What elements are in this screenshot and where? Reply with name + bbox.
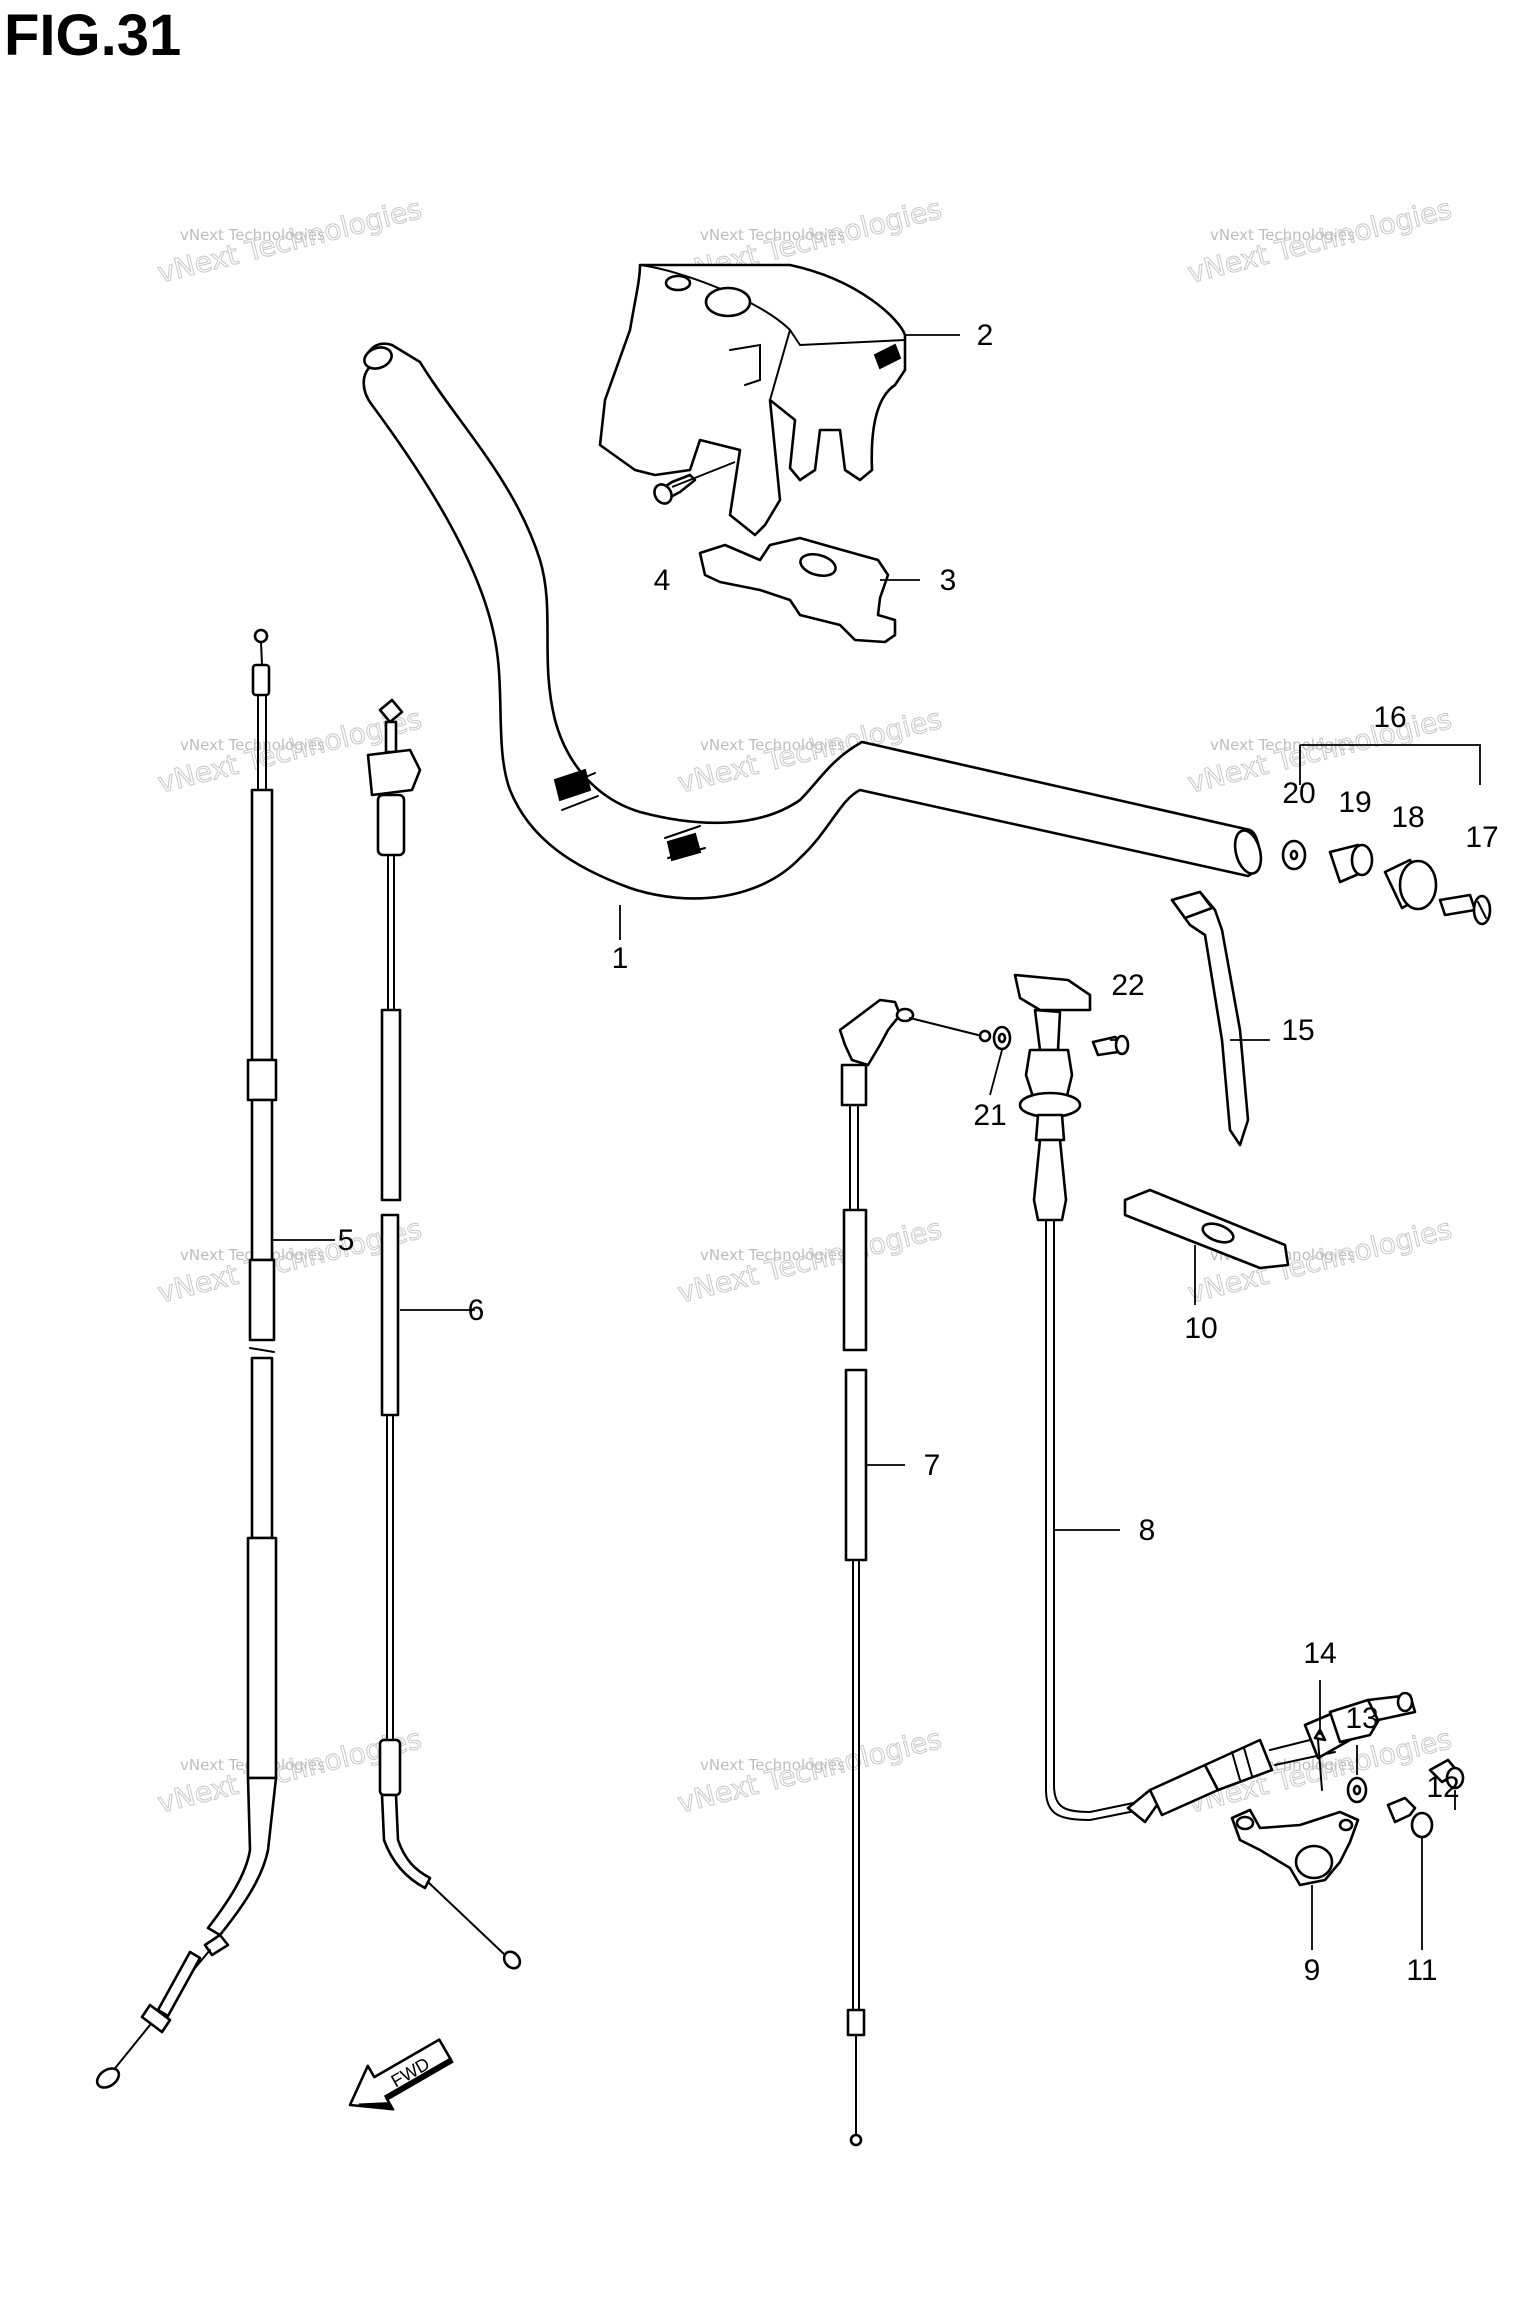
watermark-text: vNext Technologies bbox=[700, 1246, 845, 1264]
washer-13 bbox=[1346, 1776, 1368, 1804]
callout-5: 5 bbox=[338, 1224, 355, 1257]
bolt-12 bbox=[1428, 1758, 1465, 1790]
callout-15: 15 bbox=[1281, 1014, 1314, 1047]
callout-4: 4 bbox=[654, 564, 671, 597]
clutch-cable bbox=[838, 998, 992, 2147]
callout-numbers: 1 2 3 4 5 6 7 8 9 10 11 12 13 14 15 16 1… bbox=[338, 319, 1499, 1987]
watermark-text: vNext Technologies bbox=[180, 226, 325, 244]
leader-lines bbox=[272, 334, 1456, 1950]
bolt-22 bbox=[1091, 1034, 1130, 1057]
callout-22: 22 bbox=[1111, 969, 1144, 1002]
callout-20: 20 bbox=[1282, 777, 1315, 810]
callout-18: 18 bbox=[1391, 801, 1424, 834]
cable-tie bbox=[1170, 890, 1250, 1147]
forward-direction-arrow: FWD bbox=[348, 2038, 454, 2111]
callout-7: 7 bbox=[924, 1449, 941, 1482]
watermark: vNext Technologies vNext Technologies bbox=[154, 192, 426, 290]
watermark: vNext Technologies vNext Technologies bbox=[1184, 702, 1456, 800]
bar-end-weight-set bbox=[1281, 744, 1492, 926]
callout-17: 17 bbox=[1465, 821, 1498, 854]
callout-13: 13 bbox=[1345, 1702, 1378, 1735]
callout-12: 12 bbox=[1426, 1771, 1459, 1804]
callout-1: 1 bbox=[612, 942, 629, 975]
bar-end-weight-18 bbox=[1383, 858, 1438, 911]
callout-19: 19 bbox=[1338, 786, 1371, 819]
choke-bracket bbox=[1230, 1808, 1360, 1887]
handlebar-upper-cover bbox=[598, 263, 907, 537]
handlebar bbox=[362, 342, 1263, 900]
callout-10: 10 bbox=[1184, 1312, 1217, 1345]
mounting-plate bbox=[1123, 1188, 1290, 1270]
cover-bracket bbox=[698, 536, 897, 644]
watermark: vNext Technologies vNext Technologies bbox=[674, 1722, 946, 1820]
callout-16: 16 bbox=[1373, 701, 1406, 734]
callout-6: 6 bbox=[468, 1294, 485, 1327]
watermark-text: vNext Technologies bbox=[1210, 226, 1355, 244]
watermark: vNext Technologies vNext Technologies bbox=[674, 1212, 946, 1310]
callout-2: 2 bbox=[977, 319, 994, 352]
watermark-text: vNext Technologies bbox=[700, 736, 845, 754]
callout-21: 21 bbox=[973, 1099, 1006, 1132]
watermark-text: vNext Technologies bbox=[700, 226, 845, 244]
callout-14: 14 bbox=[1303, 1637, 1336, 1670]
watermark-text: vNext Technologies bbox=[1210, 736, 1355, 754]
screw-17 bbox=[1438, 893, 1492, 926]
watermark-text: vNext Technologies bbox=[180, 736, 325, 754]
callout-3: 3 bbox=[940, 564, 957, 597]
collar-19 bbox=[1328, 843, 1374, 884]
callout-11: 11 bbox=[1406, 1954, 1437, 1987]
figure-title: FIG.31 bbox=[4, 3, 182, 68]
throttle-cable-right bbox=[366, 698, 522, 1970]
throttle-cable-left bbox=[95, 628, 278, 2089]
cover-screw bbox=[653, 461, 736, 505]
callout-8: 8 bbox=[1139, 1514, 1156, 1547]
callout-9: 9 bbox=[1304, 1954, 1321, 1987]
watermark: vNext Technologies vNext Technologies bbox=[1184, 192, 1456, 290]
washer-20 bbox=[1281, 839, 1307, 871]
washer-21 bbox=[992, 1025, 1012, 1051]
choke-cable bbox=[1013, 973, 1417, 1824]
watermark-text: vNext Technologies bbox=[700, 1756, 845, 1774]
